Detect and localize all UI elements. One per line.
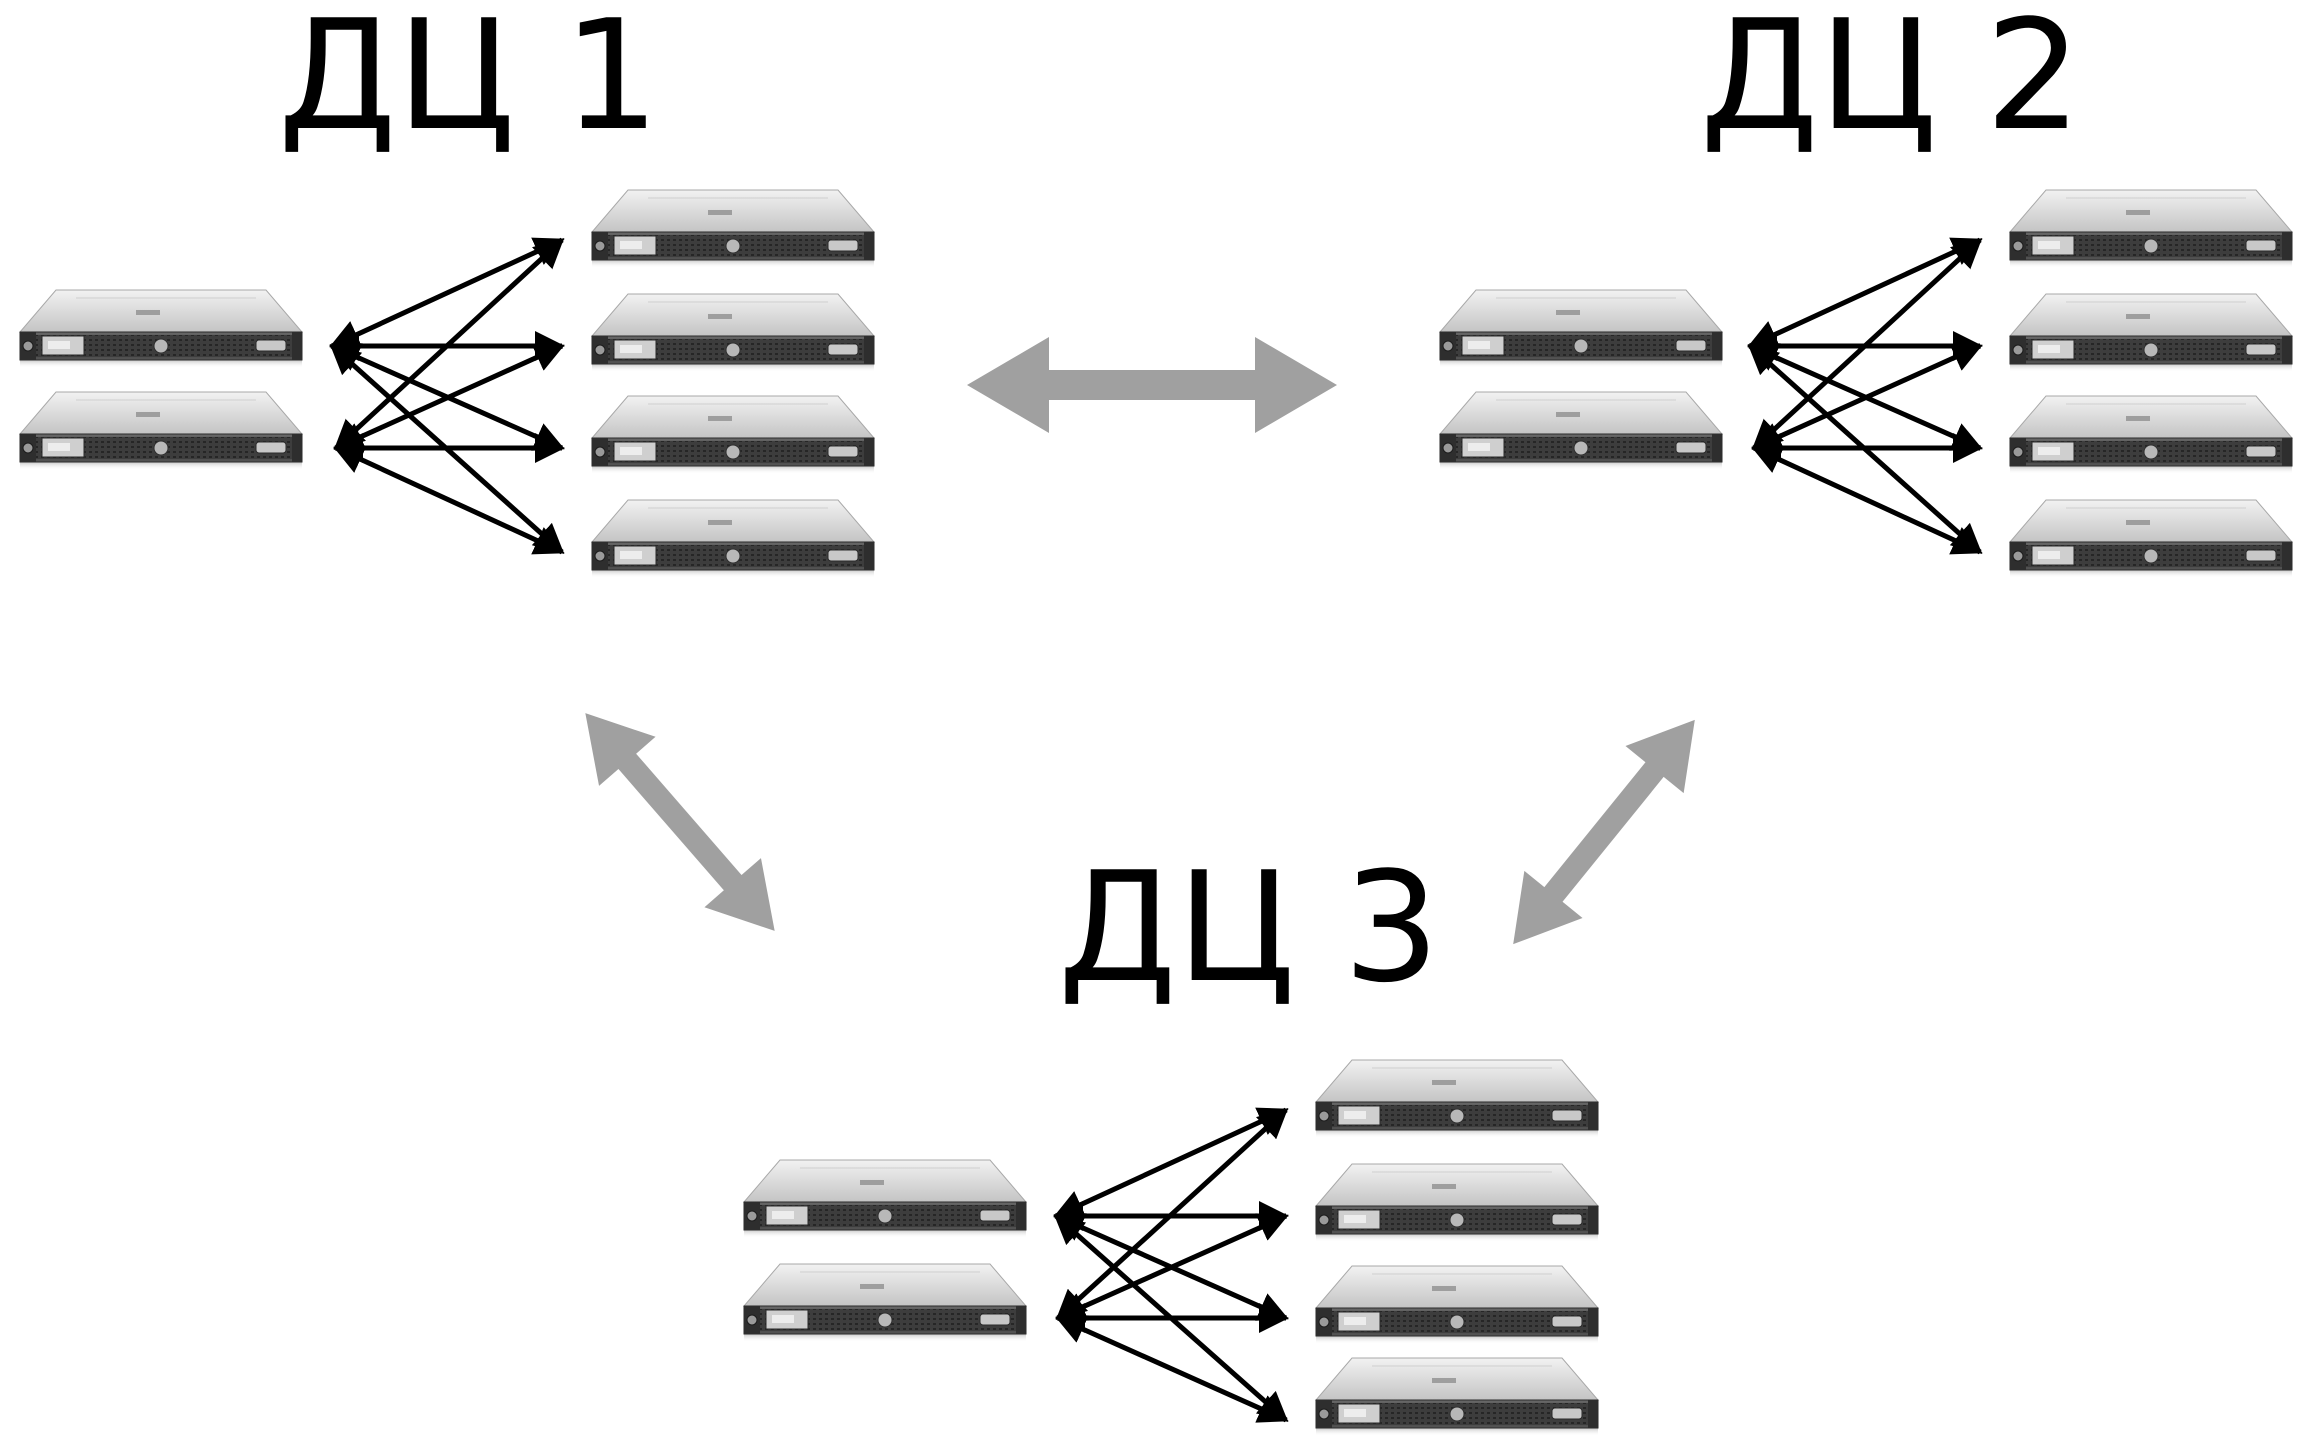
dc1-dc2-link-arrow [967,337,1337,433]
dc3-server-right-2 [1315,1163,1599,1243]
dc2-server-right-1 [2009,189,2293,269]
dc2-server-right-2 [2009,293,2293,373]
dc2-title: ДЦ 2 [1700,0,2082,164]
dc1-link-arrows [329,237,565,555]
dc3-cluster [743,1059,1599,1437]
dc3-server-left-1 [743,1159,1027,1239]
dc3-server-right-3 [1315,1265,1599,1345]
dc3-server-right-1 [1315,1059,1599,1139]
dc3-title: ДЦ 3 [1058,839,1440,1016]
dc1-server-right-1 [591,189,875,269]
dc1-dc3-link-arrow [557,688,803,956]
dc2-link-arrows [1747,237,1983,555]
dc3-link-arrows [1053,1107,1289,1423]
dc2-server-right-3 [2009,395,2293,475]
dc1-server-right-3 [591,395,875,475]
dc2-server-left-2 [1439,391,1723,471]
dc1-title: ДЦ 1 [278,0,660,164]
dc1-server-left-1 [19,289,303,369]
dc1-server-right-4 [591,499,875,579]
dc3-server-right-4 [1315,1357,1599,1437]
dc2-server-right-4 [2009,499,2293,579]
dc1-cluster [19,189,875,579]
dc2-server-left-1 [1439,289,1723,369]
dc3-server-left-2 [743,1263,1027,1343]
dc2-cluster [1439,189,2293,579]
dc2-dc3-link-arrow [1484,696,1724,968]
dc1-server-right-2 [591,293,875,373]
dc1-server-left-2 [19,391,303,471]
